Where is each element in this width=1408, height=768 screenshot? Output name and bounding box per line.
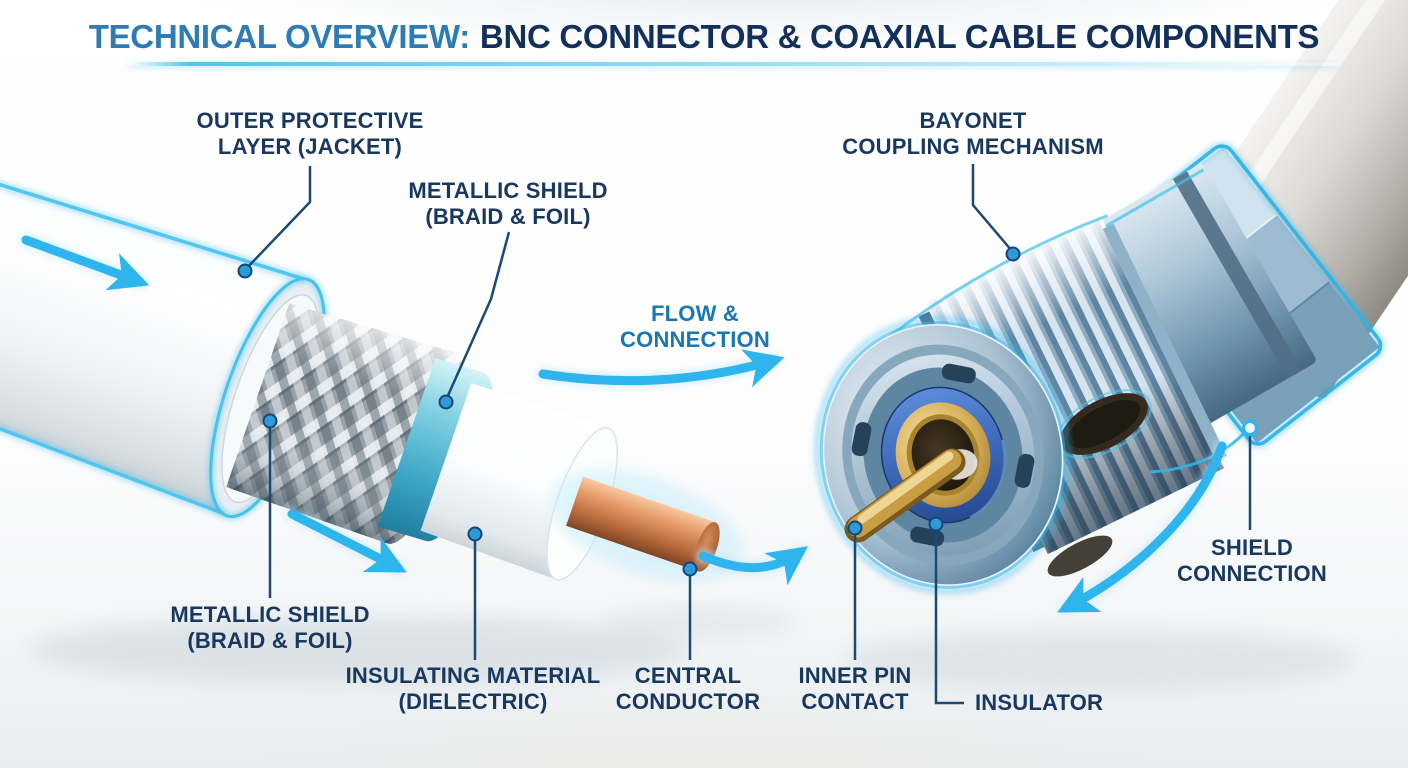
callout-leaders xyxy=(244,164,1252,705)
shield-connection-arrow xyxy=(1057,441,1227,613)
bnc-connector xyxy=(814,0,1408,595)
jacket-top-highlight xyxy=(0,74,305,281)
label-insulating-material: INSULATING MATERIAL (DIELECTRIC) xyxy=(345,663,601,714)
flow-arrows xyxy=(18,232,1230,616)
cable-central-conductor xyxy=(566,476,716,572)
label-central-conductor: CENTRAL CONDUCTOR xyxy=(615,663,761,714)
callout-dots xyxy=(237,246,1258,577)
title-accent: TECHNICAL OVERVIEW: xyxy=(88,18,470,55)
label-flow-connection: FLOW & CONNECTION xyxy=(620,301,770,352)
flow-connection-arrow xyxy=(538,349,785,388)
floor-shadows xyxy=(30,608,1355,690)
label-inner-pin: INNER PIN CONTACT xyxy=(798,663,912,714)
title-underline xyxy=(128,62,1338,66)
inner-pin xyxy=(844,448,966,543)
label-insulator: INSULATOR xyxy=(975,690,1104,715)
shield-direction-arrow xyxy=(287,509,407,573)
label-bayonet: BAYONET COUPLING MECHANISM xyxy=(842,108,1104,159)
shield-connection-highlight xyxy=(1149,429,1248,474)
leader-outer-jacket xyxy=(244,166,312,271)
title-main: BNC CONNECTOR & COAXIAL CABLE COMPONENTS xyxy=(479,18,1320,55)
bayonet-slots xyxy=(1047,389,1152,577)
label-metallic-shield-top: METALLIC SHIELD (BRAID & FOIL) xyxy=(408,178,608,229)
leader-bayonet xyxy=(971,164,1013,252)
leader-metallic-shield-top xyxy=(444,231,511,401)
label-shield-connection: SHIELD CONNECTION xyxy=(1177,535,1327,586)
page-title: TECHNICAL OVERVIEW:BNC CONNECTOR & COAXI… xyxy=(0,18,1408,56)
conductor-to-pin-arrow xyxy=(698,546,809,586)
label-metallic-shield-bottom: METALLIC SHIELD (BRAID & FOIL) xyxy=(170,602,370,653)
coaxial-cable-cutaway xyxy=(0,72,743,582)
jacket-direction-arrow xyxy=(21,235,150,291)
leader-insulator xyxy=(934,526,964,705)
label-outer-jacket: OUTER PROTECTIVE LAYER (JACKET) xyxy=(196,108,424,159)
jacket-bottom-highlight xyxy=(0,269,225,516)
cable-jacket xyxy=(0,76,325,517)
